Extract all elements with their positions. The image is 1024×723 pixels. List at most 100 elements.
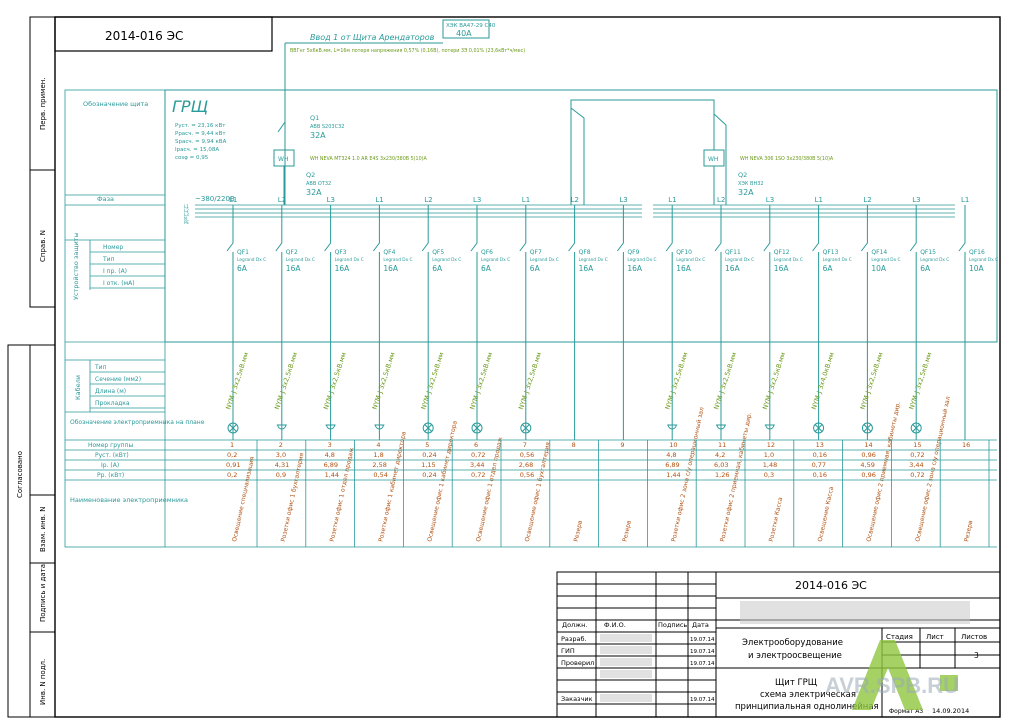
phase-label: L3: [766, 196, 774, 204]
breaker-type: Legrand Dx C: [920, 257, 949, 263]
breaker-type: Legrand Dx C: [383, 257, 412, 263]
breaker-current: 16А: [383, 264, 399, 273]
bus-mark: L3: [184, 212, 189, 217]
breaker-tag: QF7: [530, 249, 542, 256]
lamp-icon-cross: [814, 424, 823, 432]
group-pust: 1,0: [764, 451, 774, 459]
phase-label: L3: [327, 196, 335, 204]
breaker-type: Legrand Dx C: [871, 257, 900, 263]
panel-param: cosφ = 0,95: [175, 155, 209, 161]
meter-2-label: WH: [708, 156, 718, 163]
group-ip: 3,44: [909, 461, 923, 469]
group-number: 1: [230, 441, 234, 449]
consumer-name: Резерв: [963, 519, 974, 542]
breaker-current: 10А: [969, 264, 985, 273]
tb-col-header: Должн.: [562, 621, 587, 629]
protection-row-label: I отк. (мА): [103, 280, 135, 287]
group-ip: 1,15: [421, 461, 435, 469]
breaker-current: 16А: [579, 264, 595, 273]
breaker-tag: QF5: [432, 249, 444, 256]
lamp-icon-cross: [521, 424, 530, 432]
tb-role: Проверил: [561, 659, 594, 667]
breaker-symbol: [568, 205, 576, 440]
feed-breaker-current: 40А: [456, 29, 472, 38]
consumer-name: Освещение офис 1 кабинет директора: [426, 420, 459, 542]
group-pp: 0,9: [276, 471, 286, 479]
cable-row-label: Длина (м): [95, 388, 126, 395]
watermark-logo: [852, 640, 958, 710]
tb-col-header: Подпись: [658, 621, 687, 629]
q2-current: 32А: [306, 188, 322, 197]
margin-sprav: Справ. N: [39, 230, 47, 262]
breaker-symbol: [958, 205, 966, 440]
group-pust: 0,72: [471, 451, 485, 459]
tb-stage-h: Стадия: [886, 633, 913, 641]
phase-label: Фаза: [97, 195, 114, 203]
margin-inv: Инв. N подл.: [39, 659, 47, 705]
group-number: 3: [328, 441, 332, 449]
phase-label: L3: [912, 196, 920, 204]
cable-row-label: Сечение (мм2): [95, 376, 141, 383]
ip-label: Iр. (А): [101, 462, 119, 469]
group-ip: 4,59: [860, 461, 874, 469]
breaker-current: 16А: [286, 264, 302, 273]
group-pust: 4,8: [666, 451, 676, 459]
breaker-type: Legrand Dx C: [823, 257, 852, 263]
group-number: 6: [474, 441, 478, 449]
socket-icon: [276, 424, 287, 430]
consumer-name: Резерв: [573, 519, 584, 542]
feed-breaker-box: [442, 19, 490, 39]
group-number: 11: [718, 441, 726, 449]
breaker-tag: QF16: [969, 249, 985, 256]
cable-mark: NYM-J 3х4,0кВ.мм: [810, 351, 836, 410]
cable-mark: NYM-J 3х2,5кВ.мм: [322, 351, 348, 410]
protection-row-label: Тип: [102, 256, 115, 263]
group-number: 16: [962, 441, 970, 449]
q1-type: ABB S203C32: [310, 124, 344, 130]
breaker-current: 16А: [676, 264, 692, 273]
breaker-current: 16А: [627, 264, 643, 273]
group-ip: 6,03: [714, 461, 728, 469]
breaker-symbol: [812, 205, 820, 440]
phase-label: L3: [473, 196, 481, 204]
lamp-icon-cross: [912, 424, 921, 432]
header-code: 2014-016 ЭС: [105, 29, 183, 43]
breaker-current: 6А: [481, 264, 492, 273]
feed-breaker-type: ХЭК ВА47-29 С40: [446, 23, 496, 29]
group-number: 7: [523, 441, 527, 449]
breaker-type: Legrand Dx C: [481, 257, 510, 263]
group-pp: 0,2: [227, 471, 237, 479]
cable-mark: NYM-J 3х2,5кВ.мм: [468, 351, 494, 410]
group-ip: 2,58: [372, 461, 386, 469]
tb-sheets-h: Листов: [961, 633, 987, 641]
tb-drawing-1: Щит ГРЩ: [775, 678, 817, 688]
pust-label: Руст. (кВт): [95, 452, 129, 459]
breaker-type: Legrand Dx C: [432, 257, 461, 263]
tb-col-header: Дата: [692, 621, 709, 629]
breaker-current: 6А: [530, 264, 541, 273]
bus-label: ~380/220В: [195, 195, 235, 203]
breaker-type: Legrand Dx C: [579, 257, 608, 263]
phase-label: L1: [522, 196, 530, 204]
group-no-label: Номер группы: [88, 442, 133, 449]
breaker-tag: QF14: [871, 249, 887, 256]
group-ip: 6,89: [324, 461, 338, 469]
cable-mark: NYM-J 3х2,5кВ.мм: [761, 351, 787, 410]
group-pp: 1,26: [715, 471, 729, 479]
phase-label: L1: [815, 196, 823, 204]
phase-label: L1: [375, 196, 383, 204]
consumer-name: Розетки Касса: [768, 496, 784, 542]
group-pp: 0,24: [422, 471, 436, 479]
socket-icon: [764, 424, 775, 430]
tb-name-blurred: [600, 634, 652, 642]
breaker-type: Legrand Dx C: [774, 257, 803, 263]
consumer-name-label: Наименование электроприемника: [70, 496, 188, 504]
group-pust: 0,56: [520, 451, 534, 459]
consumer-plan-label: Обозначение электроприемника на плане: [70, 419, 205, 426]
group-pust: 0,72: [910, 451, 924, 459]
